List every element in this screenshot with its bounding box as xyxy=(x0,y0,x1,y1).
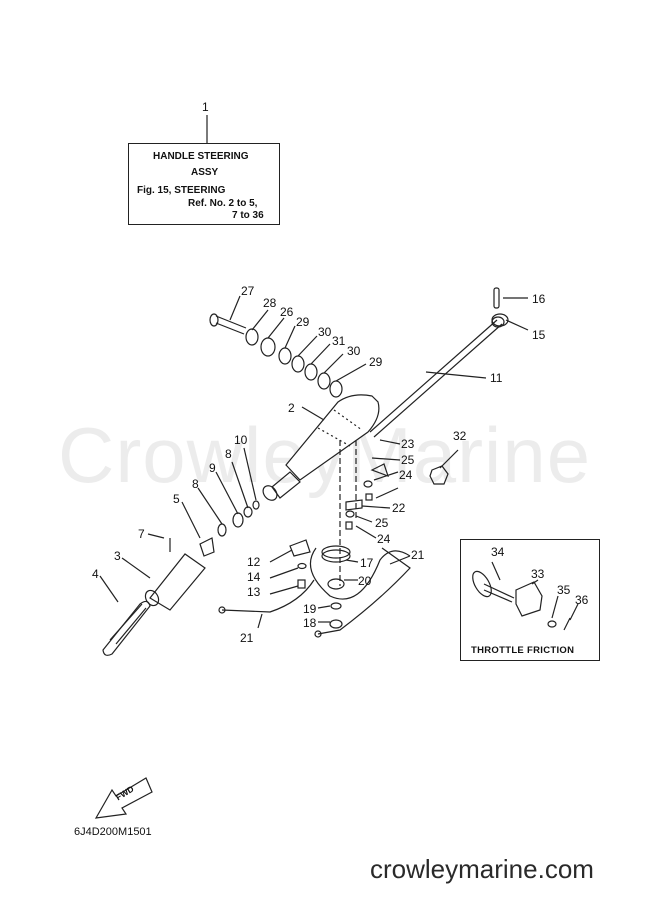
callout-32: 32 xyxy=(453,429,467,443)
callout-24: 24 xyxy=(399,468,413,482)
callout-16: 16 xyxy=(532,292,546,306)
callout-30: 30 xyxy=(347,344,361,358)
callout-15: 15 xyxy=(532,328,546,342)
callout-24: 24 xyxy=(377,532,391,546)
callout-36: 36 xyxy=(575,593,589,607)
ref-title-line2: ASSY xyxy=(191,167,219,178)
callout-3: 3 xyxy=(114,549,121,563)
drawing-code: 6J4D200M1501 xyxy=(74,826,152,838)
callout-1: 1 xyxy=(202,100,209,114)
callout-25: 25 xyxy=(375,516,389,530)
throttle-friction-inset xyxy=(460,539,600,661)
callout-23: 23 xyxy=(401,437,415,451)
callout-20: 20 xyxy=(358,574,372,588)
callout-9: 9 xyxy=(209,461,216,475)
ref-number-line2: 7 to 36 xyxy=(232,210,264,221)
ref-fig-line: Fig. 15, STEERING xyxy=(137,185,226,196)
callout-17: 17 xyxy=(360,556,374,570)
callout-29: 29 xyxy=(296,315,310,329)
fwd-arrow-icon xyxy=(94,777,153,819)
site-url: crowleymarine.com xyxy=(370,854,594,884)
callout-26: 26 xyxy=(280,305,294,319)
callout-5: 5 xyxy=(173,492,180,506)
callout-30: 30 xyxy=(318,325,332,339)
callout-13: 13 xyxy=(247,585,261,599)
callout-4: 4 xyxy=(92,567,99,581)
throttle-grip xyxy=(102,600,151,656)
ref-title-line1: HANDLE STEERING xyxy=(153,151,249,162)
callout-33: 33 xyxy=(531,567,545,581)
callout-27: 27 xyxy=(241,284,255,298)
callout-8: 8 xyxy=(192,477,199,491)
callout-18: 18 xyxy=(303,616,317,630)
callout-7: 7 xyxy=(138,527,145,541)
callout-29: 29 xyxy=(369,355,383,369)
callout-11: 11 xyxy=(490,371,503,385)
callout-21: 21 xyxy=(411,548,425,562)
callout-8: 8 xyxy=(225,447,232,461)
callout-2: 2 xyxy=(288,401,295,415)
callout-31: 31 xyxy=(332,334,346,348)
ref-number-line1: Ref. No. 2 to 5, xyxy=(188,198,258,209)
callout-22: 22 xyxy=(392,501,406,515)
callout-28: 28 xyxy=(263,296,277,310)
callout-35: 35 xyxy=(557,583,571,597)
callout-10: 10 xyxy=(234,433,248,447)
callout-19: 19 xyxy=(303,602,317,616)
callout-12: 12 xyxy=(247,555,261,569)
callout-34: 34 xyxy=(491,545,505,559)
callout-21: 21 xyxy=(240,631,254,645)
callout-25: 25 xyxy=(401,453,415,467)
inset-title: THROTTLE FRICTION xyxy=(471,645,575,656)
callout-14: 14 xyxy=(247,570,261,584)
assembly-reference-box xyxy=(128,143,280,225)
tiller-handle-body xyxy=(285,394,380,481)
